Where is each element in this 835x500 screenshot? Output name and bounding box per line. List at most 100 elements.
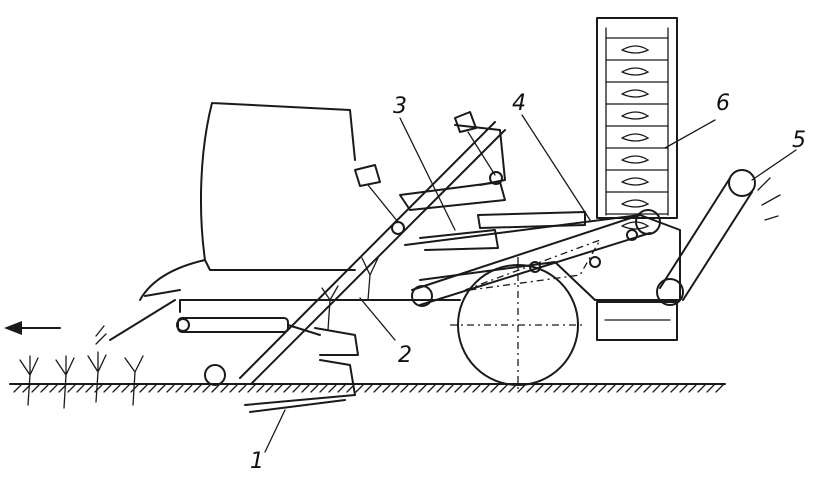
ground-hatch: [400, 384, 409, 393]
ground-hatch: [544, 384, 553, 393]
ground-hatch: [292, 384, 301, 393]
ground-hatch: [562, 384, 571, 393]
ground-hatch: [148, 384, 157, 393]
root-crop: [621, 177, 650, 186]
ground-hatch: [463, 384, 472, 393]
ground-hatch: [301, 384, 310, 393]
ground-hatch: [652, 384, 661, 393]
ground-hatch: [634, 384, 643, 393]
root-crop: [621, 67, 650, 76]
ground-hatch: [427, 384, 436, 393]
ground-hatch: [175, 384, 184, 393]
ground-hatch: [616, 384, 625, 393]
ground-hatch: [184, 384, 193, 393]
ground-hatch: [94, 384, 103, 393]
ground-hatch: [265, 384, 274, 393]
root-crop: [621, 133, 650, 142]
ground-hatch: [382, 384, 391, 393]
root-crop: [621, 111, 650, 120]
wheel: [450, 257, 586, 393]
ground-hatch: [355, 384, 364, 393]
ground-hatch: [31, 384, 40, 393]
ground-hatch: [166, 384, 175, 393]
ground-hatch: [625, 384, 634, 393]
lifting-conveyor: [239, 111, 506, 384]
ground-hatch: [589, 384, 598, 393]
frame: [179, 214, 681, 313]
topping-unit: [399, 181, 586, 251]
ground-hatch: [688, 384, 697, 393]
ground-hatch: [436, 384, 445, 393]
ground-hatch: [274, 384, 283, 393]
ground-hatch: [418, 384, 427, 393]
root-crop: [621, 155, 650, 164]
ground-hatch: [76, 384, 85, 393]
ground-hatch: [535, 384, 544, 393]
ground-hatch: [454, 384, 463, 393]
ground-hatch: [391, 384, 400, 393]
ground-hatch: [607, 384, 616, 393]
ground-hatch: [364, 384, 373, 393]
ground-hatch: [139, 384, 148, 393]
ground-hatch: [121, 384, 130, 393]
ground-hatch: [445, 384, 454, 393]
ground-hatch: [670, 384, 679, 393]
ground-hatch: [112, 384, 121, 393]
ground-hatch: [157, 384, 166, 393]
hydraulic-cylinder: [176, 317, 321, 386]
ground-hatch: [373, 384, 382, 393]
cleaning-conveyor: [411, 209, 661, 307]
ground-hatch: [598, 384, 607, 393]
bunker-elevator: [596, 17, 678, 341]
ground-hatch: [517, 384, 526, 393]
ground-hatch: [328, 384, 337, 393]
arrow-left-icon: [4, 321, 61, 335]
ground-hatch: [526, 384, 535, 393]
digging-share: [244, 327, 359, 413]
ground-hatch: [571, 384, 580, 393]
ground-hatch: [211, 384, 220, 393]
ground-hatch: [580, 384, 589, 393]
ground-hatch: [202, 384, 211, 393]
ground-hatch: [319, 384, 328, 393]
ground-hatch: [85, 384, 94, 393]
crop-plants: [19, 257, 379, 409]
ground-hatch: [229, 384, 238, 393]
ground-hatch: [247, 384, 256, 393]
ground-hatch: [715, 384, 724, 393]
ground-hatch: [337, 384, 346, 393]
callout-5: 5: [792, 128, 806, 153]
ground-hatch: [553, 384, 562, 393]
ground-hatch: [49, 384, 58, 393]
root-crop: [621, 89, 650, 98]
ground-hatch: [490, 384, 499, 393]
ground-hatch: [472, 384, 481, 393]
ground-hatch: [499, 384, 508, 393]
ground-hatch: [661, 384, 670, 393]
ground-hatch: [310, 384, 319, 393]
callout-3: 3: [393, 94, 407, 119]
ground-hatch: [103, 384, 112, 393]
callout-6: 6: [716, 91, 730, 116]
ground-hatch: [283, 384, 292, 393]
ground-hatch: [679, 384, 688, 393]
root-crop: [621, 199, 650, 208]
callout-1: 1: [250, 449, 264, 474]
root-crop: [621, 221, 650, 230]
ground-hatch: [193, 384, 202, 393]
discharge-conveyor: [656, 169, 781, 306]
ground-hatch: [409, 384, 418, 393]
ground-hatch: [13, 384, 22, 393]
ground-hatch: [220, 384, 229, 393]
root-crop: [621, 45, 650, 54]
ground-hatch: [697, 384, 706, 393]
ground-hatch: [256, 384, 265, 393]
ground-hatch: [481, 384, 490, 393]
ground-hatch: [508, 384, 517, 393]
tractor-cab: [95, 102, 356, 345]
ground-hatch: [40, 384, 49, 393]
ground: [9, 383, 726, 393]
ground-hatch: [67, 384, 76, 393]
callout-2: 2: [398, 343, 412, 368]
ground-hatch: [643, 384, 652, 393]
